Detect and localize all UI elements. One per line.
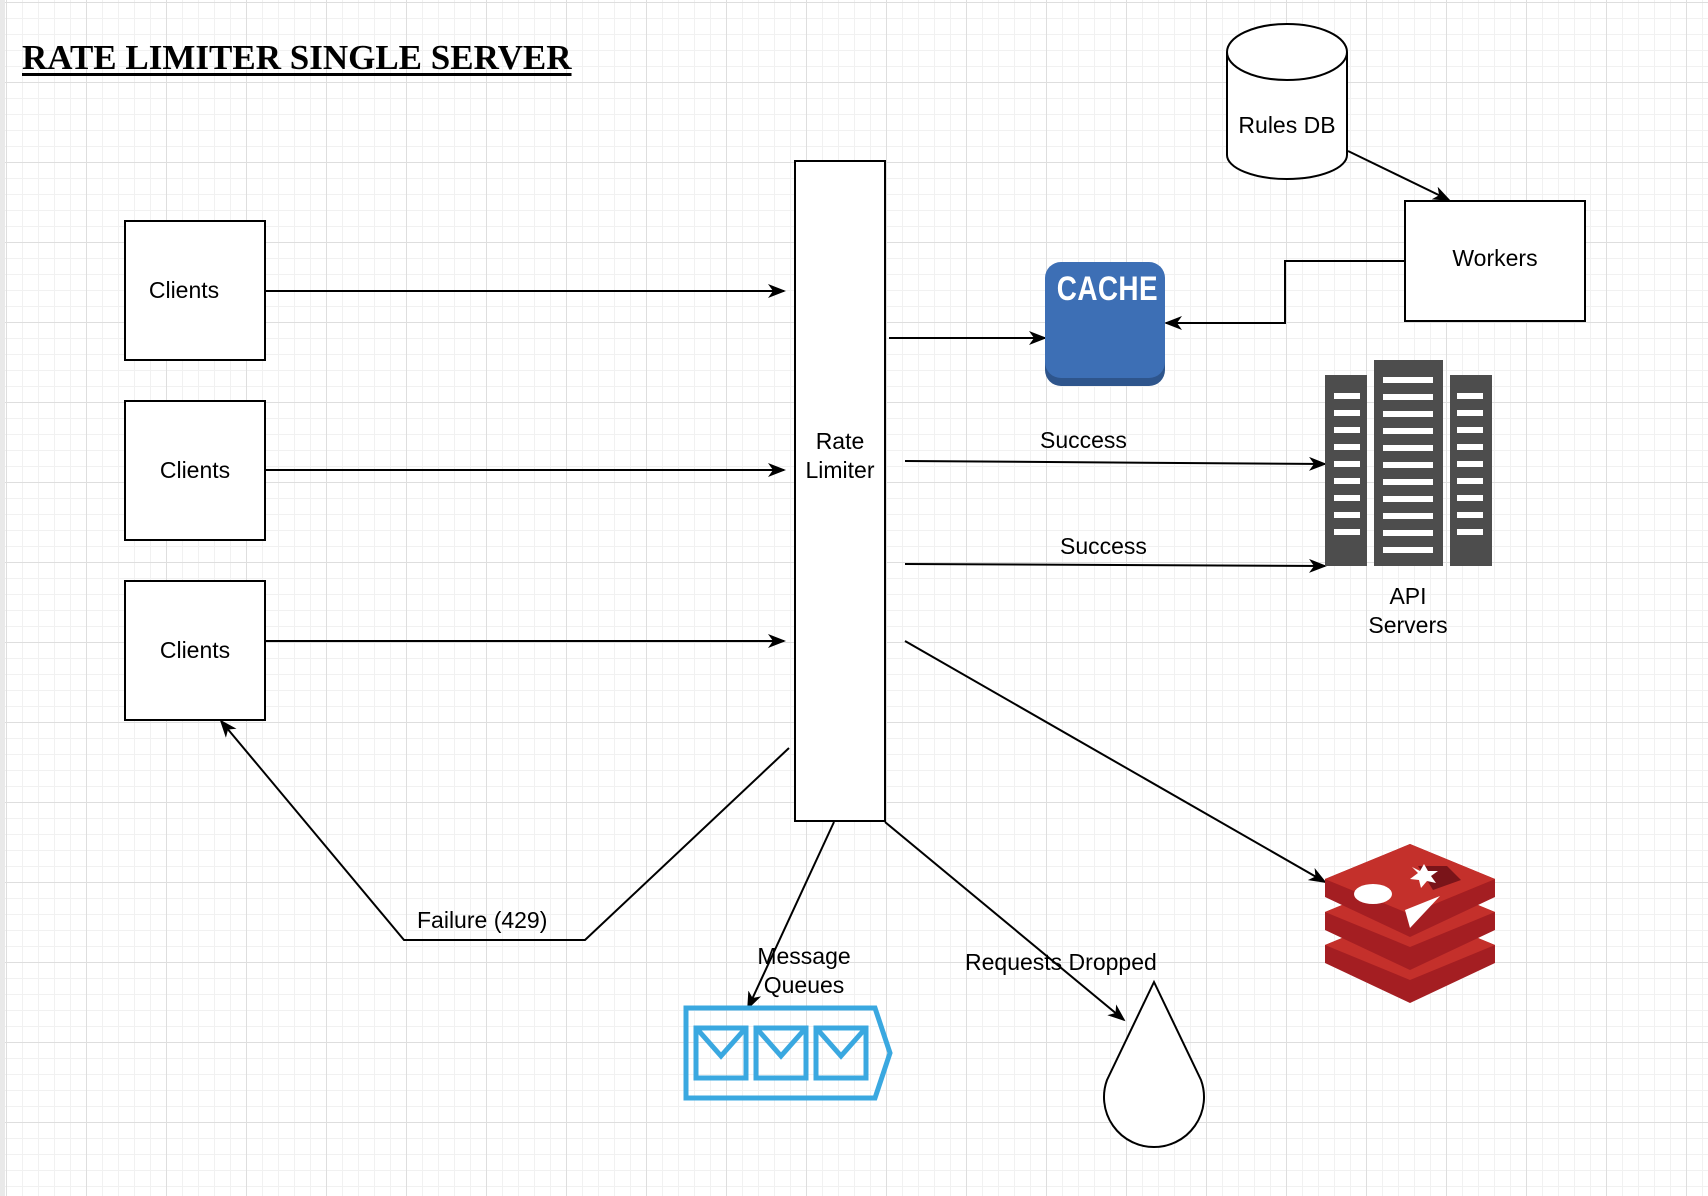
- server-rack-icon[interactable]: [1325, 360, 1492, 566]
- client-box-1[interactable]: Clients: [124, 220, 266, 361]
- connectors: [219, 150, 1451, 1022]
- client-label: Clients: [159, 637, 231, 664]
- edge-limiter-to-redis: [904, 640, 1327, 883]
- diagram-title: RATE LIMITER SINGLE SERVER: [22, 38, 572, 77]
- workers-label: Workers: [1452, 244, 1538, 271]
- edge-limiter-to-drop: [884, 821, 1126, 1022]
- water-drop-icon[interactable]: [1103, 979, 1205, 1148]
- edge-limiter-to-queue: [747, 821, 835, 1010]
- api-servers-label: API Servers: [1368, 583, 1448, 638]
- edge-workers-to-cache: [1164, 260, 1405, 330]
- success-label-1: Success: [1040, 427, 1127, 453]
- edge-limiter-to-api-1: [904, 456, 1327, 471]
- client-box-3[interactable]: Clients: [124, 580, 266, 721]
- client-label: Clients: [159, 457, 231, 484]
- edge-rulesdb-to-workers: [1347, 150, 1451, 201]
- rules-db-label: Rules DB: [1238, 112, 1336, 138]
- requests-dropped-label: Requests Dropped: [965, 949, 1157, 975]
- failure-label: Failure (429): [417, 907, 548, 933]
- redis-icon[interactable]: [1325, 844, 1495, 1003]
- rate-limiter-box[interactable]: Rate Limiter: [794, 160, 886, 822]
- cache-label: CACHE: [1056, 270, 1158, 308]
- rate-limiter-label: Rate Limiter: [805, 428, 875, 483]
- success-label-2: Success: [1060, 533, 1147, 559]
- client-label: Clients: [148, 277, 220, 304]
- edge-limiter-to-client-failure: [219, 719, 790, 941]
- rules-db-cylinder[interactable]: [1226, 23, 1348, 180]
- message-queue-icon[interactable]: [683, 1005, 893, 1101]
- workers-box[interactable]: Workers: [1404, 200, 1586, 322]
- canvas-left-edge: [0, 0, 5, 1196]
- cache-icon[interactable]: [1045, 262, 1165, 386]
- edge-limiter-to-api-2: [904, 558, 1327, 573]
- message-queues-label: Message Queues: [757, 943, 851, 998]
- client-box-2[interactable]: Clients: [124, 400, 266, 541]
